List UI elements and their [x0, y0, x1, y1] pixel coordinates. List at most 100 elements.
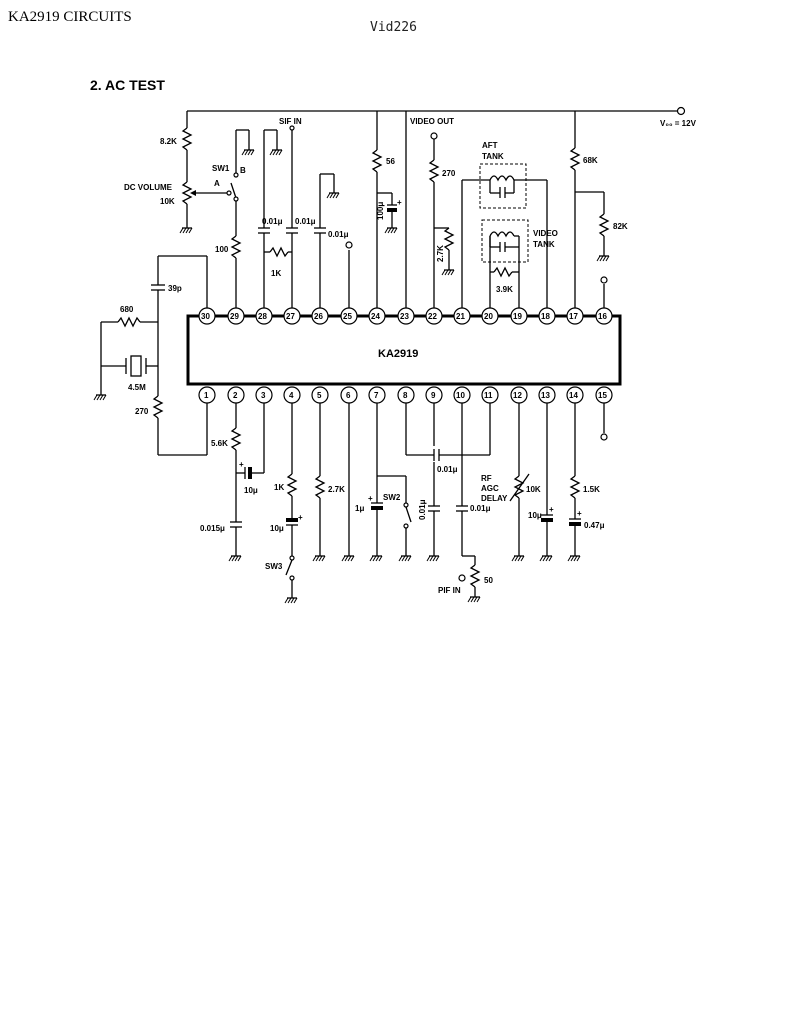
resistor-8k2 [181, 127, 193, 151]
label-c10u-13: 10μ [528, 511, 542, 520]
resistor-5k6 [230, 427, 242, 451]
ground-icon [441, 269, 455, 276]
pin-5-label: 5 [317, 391, 322, 400]
pin24-network: 56 + 100μ [371, 111, 402, 308]
label-aft-tank: TANK [482, 152, 504, 161]
sif-input-network: SIF IN 0.01μ 0.01μ 1K [258, 117, 316, 308]
label-c10u-4: 10μ [270, 524, 284, 533]
pin9-network: 0.01μ [418, 403, 440, 562]
label-1k-top: 1K [271, 269, 281, 278]
top-pins: 30 29 28 27 26 25 24 23 22 21 20 19 18 1… [198, 307, 613, 325]
pin25-terminal [345, 241, 353, 249]
vcc-label: V₀₀ = 12V [660, 119, 697, 128]
pin26-network: 0.01μ [314, 173, 349, 308]
label-68k: 68K [583, 156, 598, 165]
ground-icon [426, 555, 440, 562]
label-r56: 56 [386, 157, 395, 166]
label-r100: 100 [215, 245, 229, 254]
pin-19-label: 19 [513, 312, 522, 321]
label-10k-volume: 10K [160, 197, 175, 206]
label-3k9: 3.9K [496, 285, 513, 294]
label-2k7-5: 2.7K [328, 485, 345, 494]
pin-22-label: 22 [428, 312, 437, 321]
pin-16-label: 16 [598, 312, 607, 321]
ground-icon [567, 555, 581, 562]
svg-text:+: + [368, 494, 373, 503]
pin-28-label: 28 [258, 312, 267, 321]
resistor-68k [569, 147, 581, 171]
pin-1-label: 1 [204, 391, 209, 400]
pin7-network: + 1μ SW2 [355, 403, 412, 562]
pin-14-label: 14 [569, 391, 578, 400]
ground-icon [511, 555, 525, 562]
ground-icon [596, 255, 610, 262]
resistor-56 [371, 149, 383, 173]
resistor-10k-12 [513, 475, 525, 499]
label-1k5: 1.5K [583, 485, 600, 494]
label-pif-in: PIF IN [438, 586, 461, 595]
document-code: Vid226 [370, 20, 417, 35]
pin12-rf-agc: RF AGC DELAY 10K [481, 403, 541, 562]
label-sw2: SW2 [383, 493, 401, 502]
label-video-tank: TANK [533, 240, 555, 249]
pin-9-label: 9 [431, 391, 436, 400]
ground-icon [241, 149, 255, 156]
section-title: 2. AC TEST [90, 77, 165, 93]
label-sw1: SW1 [212, 164, 230, 173]
ground-icon [341, 555, 355, 562]
ground-icon [398, 555, 412, 562]
resistor-1k5 [569, 475, 581, 499]
pin-29-label: 29 [230, 312, 239, 321]
pin-20-label: 20 [484, 312, 493, 321]
label-5k6: 5.6K [211, 439, 228, 448]
video-out-network: VIDEO OUT 270 2.7K [410, 117, 456, 308]
pin-17-label: 17 [569, 312, 578, 321]
pin-18-label: 18 [541, 312, 550, 321]
pin16-terminal [600, 276, 608, 284]
label-sw1-b: B [240, 166, 246, 175]
label-c001-8-11: 0.01μ [437, 465, 458, 474]
ground-icon [467, 596, 481, 603]
label-8k2: 8.2K [160, 137, 177, 146]
crystal-network: 39p 680 4.5M 270 [93, 255, 208, 456]
label-270-left: 270 [135, 407, 149, 416]
label-82k: 82K [613, 222, 628, 231]
sw1-switch: SW1 B A 100 [212, 129, 255, 308]
resistor-2k7-5 [314, 475, 326, 499]
pin13-network: + 10μ [528, 403, 554, 562]
label-xtal: 4.5M [128, 383, 146, 392]
resistor-100 [230, 235, 242, 259]
svg-text:+: + [549, 505, 554, 514]
label-aft: AFT [482, 141, 498, 150]
pin-10-label: 10 [456, 391, 465, 400]
ground-icon [539, 555, 553, 562]
pin-24-label: 24 [371, 312, 380, 321]
pin-6-label: 6 [346, 391, 351, 400]
ground-icon [93, 394, 107, 401]
label-c047u: 0.47μ [584, 521, 605, 530]
pin-27-label: 27 [286, 312, 295, 321]
pin15-terminal [600, 433, 608, 441]
dc-volume-network: 8.2K DC VOLUME 10K [124, 111, 229, 234]
pin5-network: 2.7K [312, 403, 345, 562]
resistor-82k [598, 213, 610, 237]
ground-icon [384, 227, 398, 234]
resistor-1k-top [269, 246, 289, 258]
label-10k-12: 10K [526, 485, 541, 494]
pin-21-label: 21 [456, 312, 465, 321]
svg-text:+: + [298, 513, 303, 522]
resistor-270-top [428, 159, 440, 183]
pin-23-label: 23 [400, 312, 409, 321]
ground-icon [228, 555, 242, 562]
ground-icon [284, 597, 298, 604]
pin4-network: 1K + 10μ SW3 [265, 403, 303, 604]
resistor-3k9 [493, 266, 513, 278]
pin8-11-coupling: 0.01μ [405, 403, 491, 474]
pin-12-label: 12 [513, 391, 522, 400]
pin10-network: 0.01μ 50 PIF IN [438, 403, 493, 603]
document-header-title: KA2919 CIRCUITS [8, 9, 132, 25]
label-sw3: SW3 [265, 562, 283, 571]
ground-icon [269, 149, 283, 156]
label-rf: RF [481, 474, 492, 483]
label-sif-in: SIF IN [279, 117, 302, 126]
